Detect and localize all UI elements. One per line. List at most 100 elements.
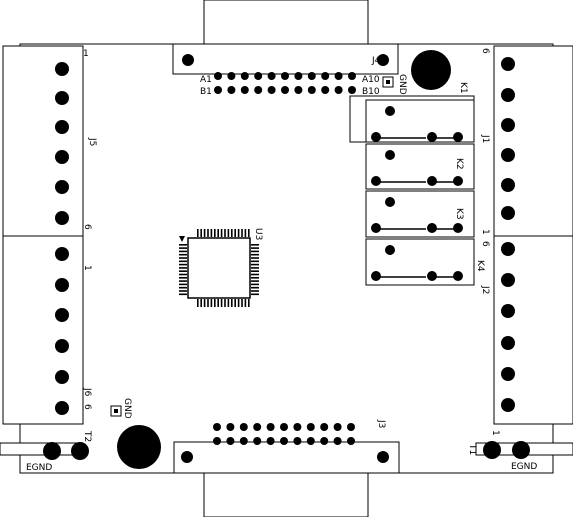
j1-pin-1-label: 1 — [480, 229, 490, 235]
header-pin — [281, 72, 289, 80]
chip-pin — [197, 229, 199, 237]
terminal-screw — [501, 88, 515, 102]
relay-pin — [427, 176, 437, 186]
header-pin — [266, 423, 275, 431]
chip-pin — [179, 273, 187, 276]
chip-pin — [231, 229, 233, 237]
j6-terminal-block — [2, 235, 84, 425]
chip-pin — [179, 280, 187, 282]
chip-pin — [241, 299, 243, 307]
j5-pin-1-label: 1 — [83, 49, 89, 59]
top-connector-housing — [203, 0, 369, 45]
egnd-point-left — [43, 442, 61, 460]
terminal-screw — [501, 367, 515, 381]
terminal-screw — [501, 273, 515, 287]
relay-inner — [365, 99, 475, 143]
terminal-screw — [501, 148, 515, 162]
header-pin — [239, 423, 248, 431]
header-pin — [294, 86, 303, 94]
chip-pin — [179, 293, 187, 296]
relay-pin — [453, 271, 463, 281]
j5-terminal-block — [2, 45, 84, 237]
header-pin — [214, 72, 222, 80]
header-pin — [253, 437, 262, 445]
relay-pin — [453, 223, 463, 233]
chip-pin — [203, 229, 206, 237]
chip-pin — [179, 260, 187, 263]
j3-mount-hole-right — [377, 451, 389, 463]
header-pin — [280, 423, 288, 431]
chip-pin — [179, 263, 187, 266]
b1-label: B1 — [200, 87, 212, 97]
chip-pin — [179, 244, 187, 246]
header-pin — [213, 437, 221, 445]
chip-pin — [251, 260, 259, 263]
header-pin — [294, 72, 303, 80]
relay-pin — [385, 197, 395, 207]
chip-pin — [234, 229, 236, 237]
chip-pin — [179, 257, 187, 259]
header-pin — [240, 86, 249, 94]
k3-label: K3 — [454, 208, 464, 220]
chip-pin — [207, 299, 209, 307]
chip-pin — [251, 293, 259, 296]
egnd-bar-left — [0, 442, 79, 456]
relay-pin — [385, 106, 395, 116]
header-pin — [321, 86, 330, 94]
header-pin — [240, 72, 249, 80]
terminal-screw — [501, 336, 515, 350]
j4-pin-grid — [214, 72, 356, 94]
header-pin — [227, 72, 236, 80]
chip-pin — [224, 299, 226, 307]
terminal-screw — [55, 278, 69, 292]
chip-pin — [179, 267, 187, 269]
chip-pin — [234, 299, 236, 307]
terminal-screw — [55, 120, 69, 134]
chip-pin — [251, 247, 259, 249]
gnd-bottom-label: GND — [122, 398, 132, 419]
u3-chip-body — [187, 237, 251, 299]
header-pin — [226, 437, 235, 445]
chip-pin — [251, 283, 259, 286]
terminal-screw — [501, 304, 515, 318]
chip-pin — [179, 250, 187, 253]
chip-pin — [244, 299, 247, 307]
relay-pin — [453, 176, 463, 186]
terminal-screw — [55, 308, 69, 322]
header-pin — [293, 423, 302, 431]
terminal-screw — [501, 398, 515, 412]
egnd-left-label: EGND — [26, 463, 52, 473]
j2-label: J2 — [480, 285, 490, 294]
header-pin — [333, 423, 342, 431]
header-pin — [226, 423, 235, 431]
terminal-screw — [55, 150, 69, 164]
relay-pin — [371, 271, 381, 281]
t2-test-point — [71, 442, 89, 460]
chip-pin — [251, 257, 259, 259]
terminal-screw — [501, 242, 515, 256]
header-pin — [334, 72, 343, 80]
chip-pin — [237, 299, 240, 307]
header-pin — [347, 437, 355, 445]
header-pin — [293, 437, 302, 445]
relay-pin — [385, 245, 395, 255]
terminal-screw — [55, 339, 69, 353]
relay-group — [349, 95, 475, 286]
j4-mount-hole-right — [377, 54, 389, 66]
chip-pin — [207, 229, 209, 237]
header-pin — [254, 72, 263, 80]
terminal-screw — [55, 211, 69, 225]
u3-label: U3 — [253, 228, 263, 240]
chip-pin — [251, 253, 259, 256]
chip-pin — [251, 267, 259, 269]
j5-label: J5 — [87, 137, 97, 146]
chip-pin — [200, 299, 202, 307]
relay-pin — [371, 132, 381, 142]
t1-label: T1 — [467, 443, 477, 455]
left-terminal-screws — [55, 62, 69, 415]
header-pin — [254, 86, 263, 94]
k1-label: K1 — [458, 82, 468, 94]
relay-body — [349, 95, 475, 143]
header-pin — [334, 86, 343, 94]
